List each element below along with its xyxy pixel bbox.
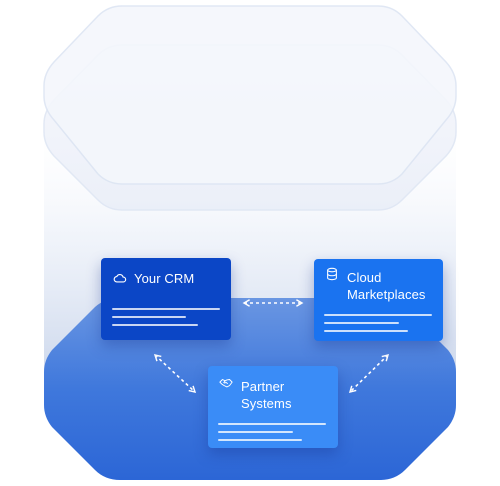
crm-card-line (112, 308, 220, 310)
cloud-marketplaces-card: Cloud Marketplaces (314, 259, 443, 341)
partner-card-line (218, 431, 293, 433)
partner-card-line (218, 439, 302, 441)
partner-card-line (218, 423, 326, 425)
top-glass-layer (43, 5, 457, 185)
crm-card-title: Your CRM (134, 271, 195, 286)
cloud-card-line (324, 314, 432, 316)
partner-card-title: Partner Systems (241, 379, 292, 411)
handshake-icon (219, 379, 233, 388)
crm-card: Your CRM (101, 258, 231, 340)
connector-cloud-partner (348, 353, 390, 394)
database-icon (327, 267, 337, 281)
cloud-card-line (324, 330, 408, 332)
crm-card-line (112, 316, 186, 318)
partner-systems-card: Partner Systems (208, 366, 338, 448)
cloud-card-line (324, 322, 399, 324)
crm-card-line (112, 324, 198, 326)
cloud-card-title: Cloud Marketplaces (347, 270, 426, 302)
cloud-icon (113, 273, 127, 283)
